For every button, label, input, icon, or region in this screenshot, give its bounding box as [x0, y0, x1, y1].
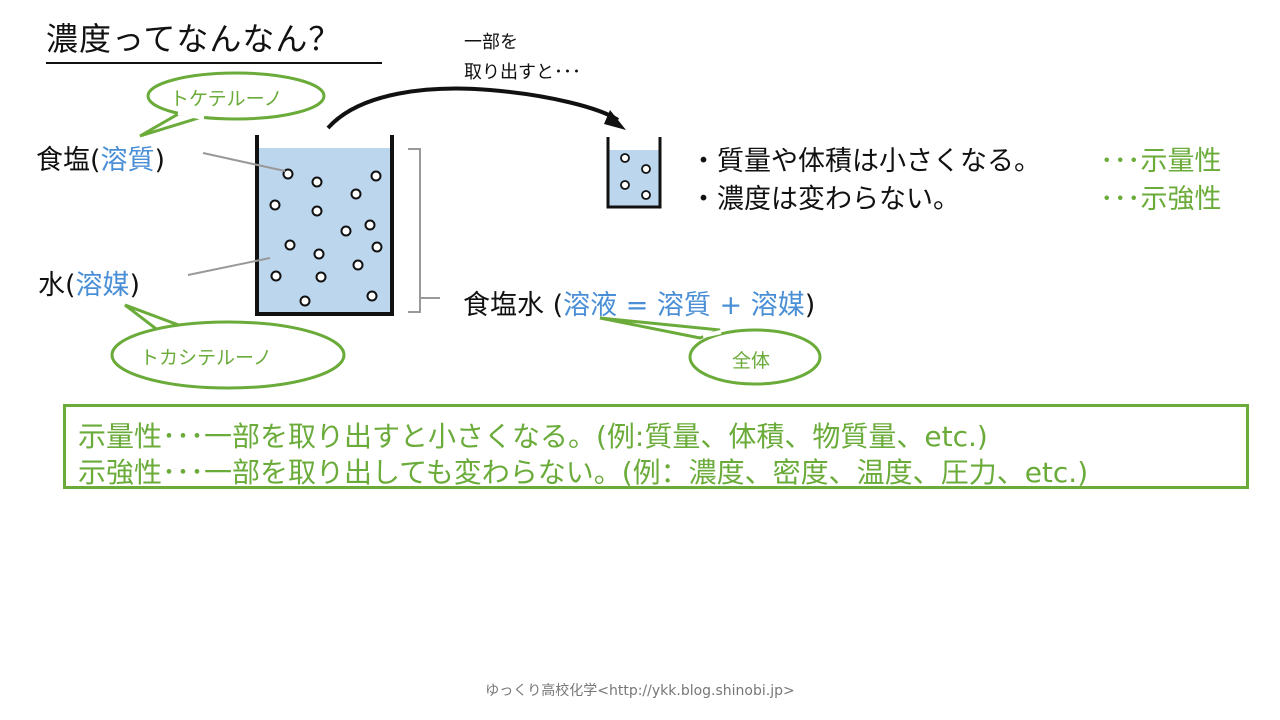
curved-arrow-icon [326, 86, 626, 130]
water-pointer-line [187, 257, 271, 276]
solution-label-main: 食塩水 ( [463, 290, 564, 321]
bullet-extensive-prop: ･･･示量性 [1100, 146, 1222, 177]
extract-note: 一部を 取り出すと･･･ [464, 28, 581, 88]
bullet-intensive-prop: ･･･示強性 [1100, 184, 1222, 215]
solution-bracket [408, 148, 440, 313]
solution-label-formula: 溶液 = 溶質 + 溶媒 [563, 290, 805, 321]
bubble-salt [139, 71, 326, 138]
extract-note-line2: 取り出すと･･･ [464, 62, 581, 83]
salt-label-solute: 溶質 [100, 145, 155, 176]
bullet-concentration: ・濃度は変わらない。 [690, 184, 960, 215]
summary-box: 示量性･･･一部を取り出すと小さくなる。(例:質量、体積、物質量、etc.) 示… [63, 404, 1249, 489]
bubble-water [110, 303, 346, 390]
bubble-water-text: トカシテルーノ [140, 347, 272, 369]
footer-credit: ゆっくり高校化学<http://ykk.blog.shinobi.jp> [485, 683, 795, 699]
salt-label-main: 食塩( [36, 145, 101, 176]
bubble-solution-text: 全体 [732, 350, 771, 372]
summary-intensive: 示強性･･･一部を取り出しても変わらない。(例：濃度、密度、温度、圧力、etc.… [78, 456, 1089, 489]
salt-label: 食塩(溶質) [36, 138, 165, 177]
summary-extensive: 示量性･･･一部を取り出すと小さくなる。(例:質量、体積、物質量、etc.) [78, 420, 988, 453]
water-label-close: ) [129, 270, 141, 301]
salt-label-close: ) [154, 145, 166, 176]
extract-note-line1: 一部を [464, 32, 518, 53]
water-label-main: 水( [38, 270, 76, 301]
beaker-large-icon [255, 135, 394, 316]
salt-pointer-line [202, 152, 286, 172]
bubble-solution [599, 316, 822, 386]
bullet-mass-volume: ・質量や体積は小さくなる。 [690, 146, 1041, 177]
page-title: 濃度ってなんなん？ [46, 14, 382, 64]
bubble-salt-text: トケテルーノ [170, 88, 283, 110]
beaker-small-icon [606, 137, 662, 209]
water-label: 水(溶媒) [38, 263, 140, 302]
solution-label-close: ) [804, 290, 816, 321]
solution-label: 食塩水 (溶液 = 溶質 + 溶媒) [463, 283, 815, 322]
water-label-solvent: 溶媒 [75, 270, 130, 301]
